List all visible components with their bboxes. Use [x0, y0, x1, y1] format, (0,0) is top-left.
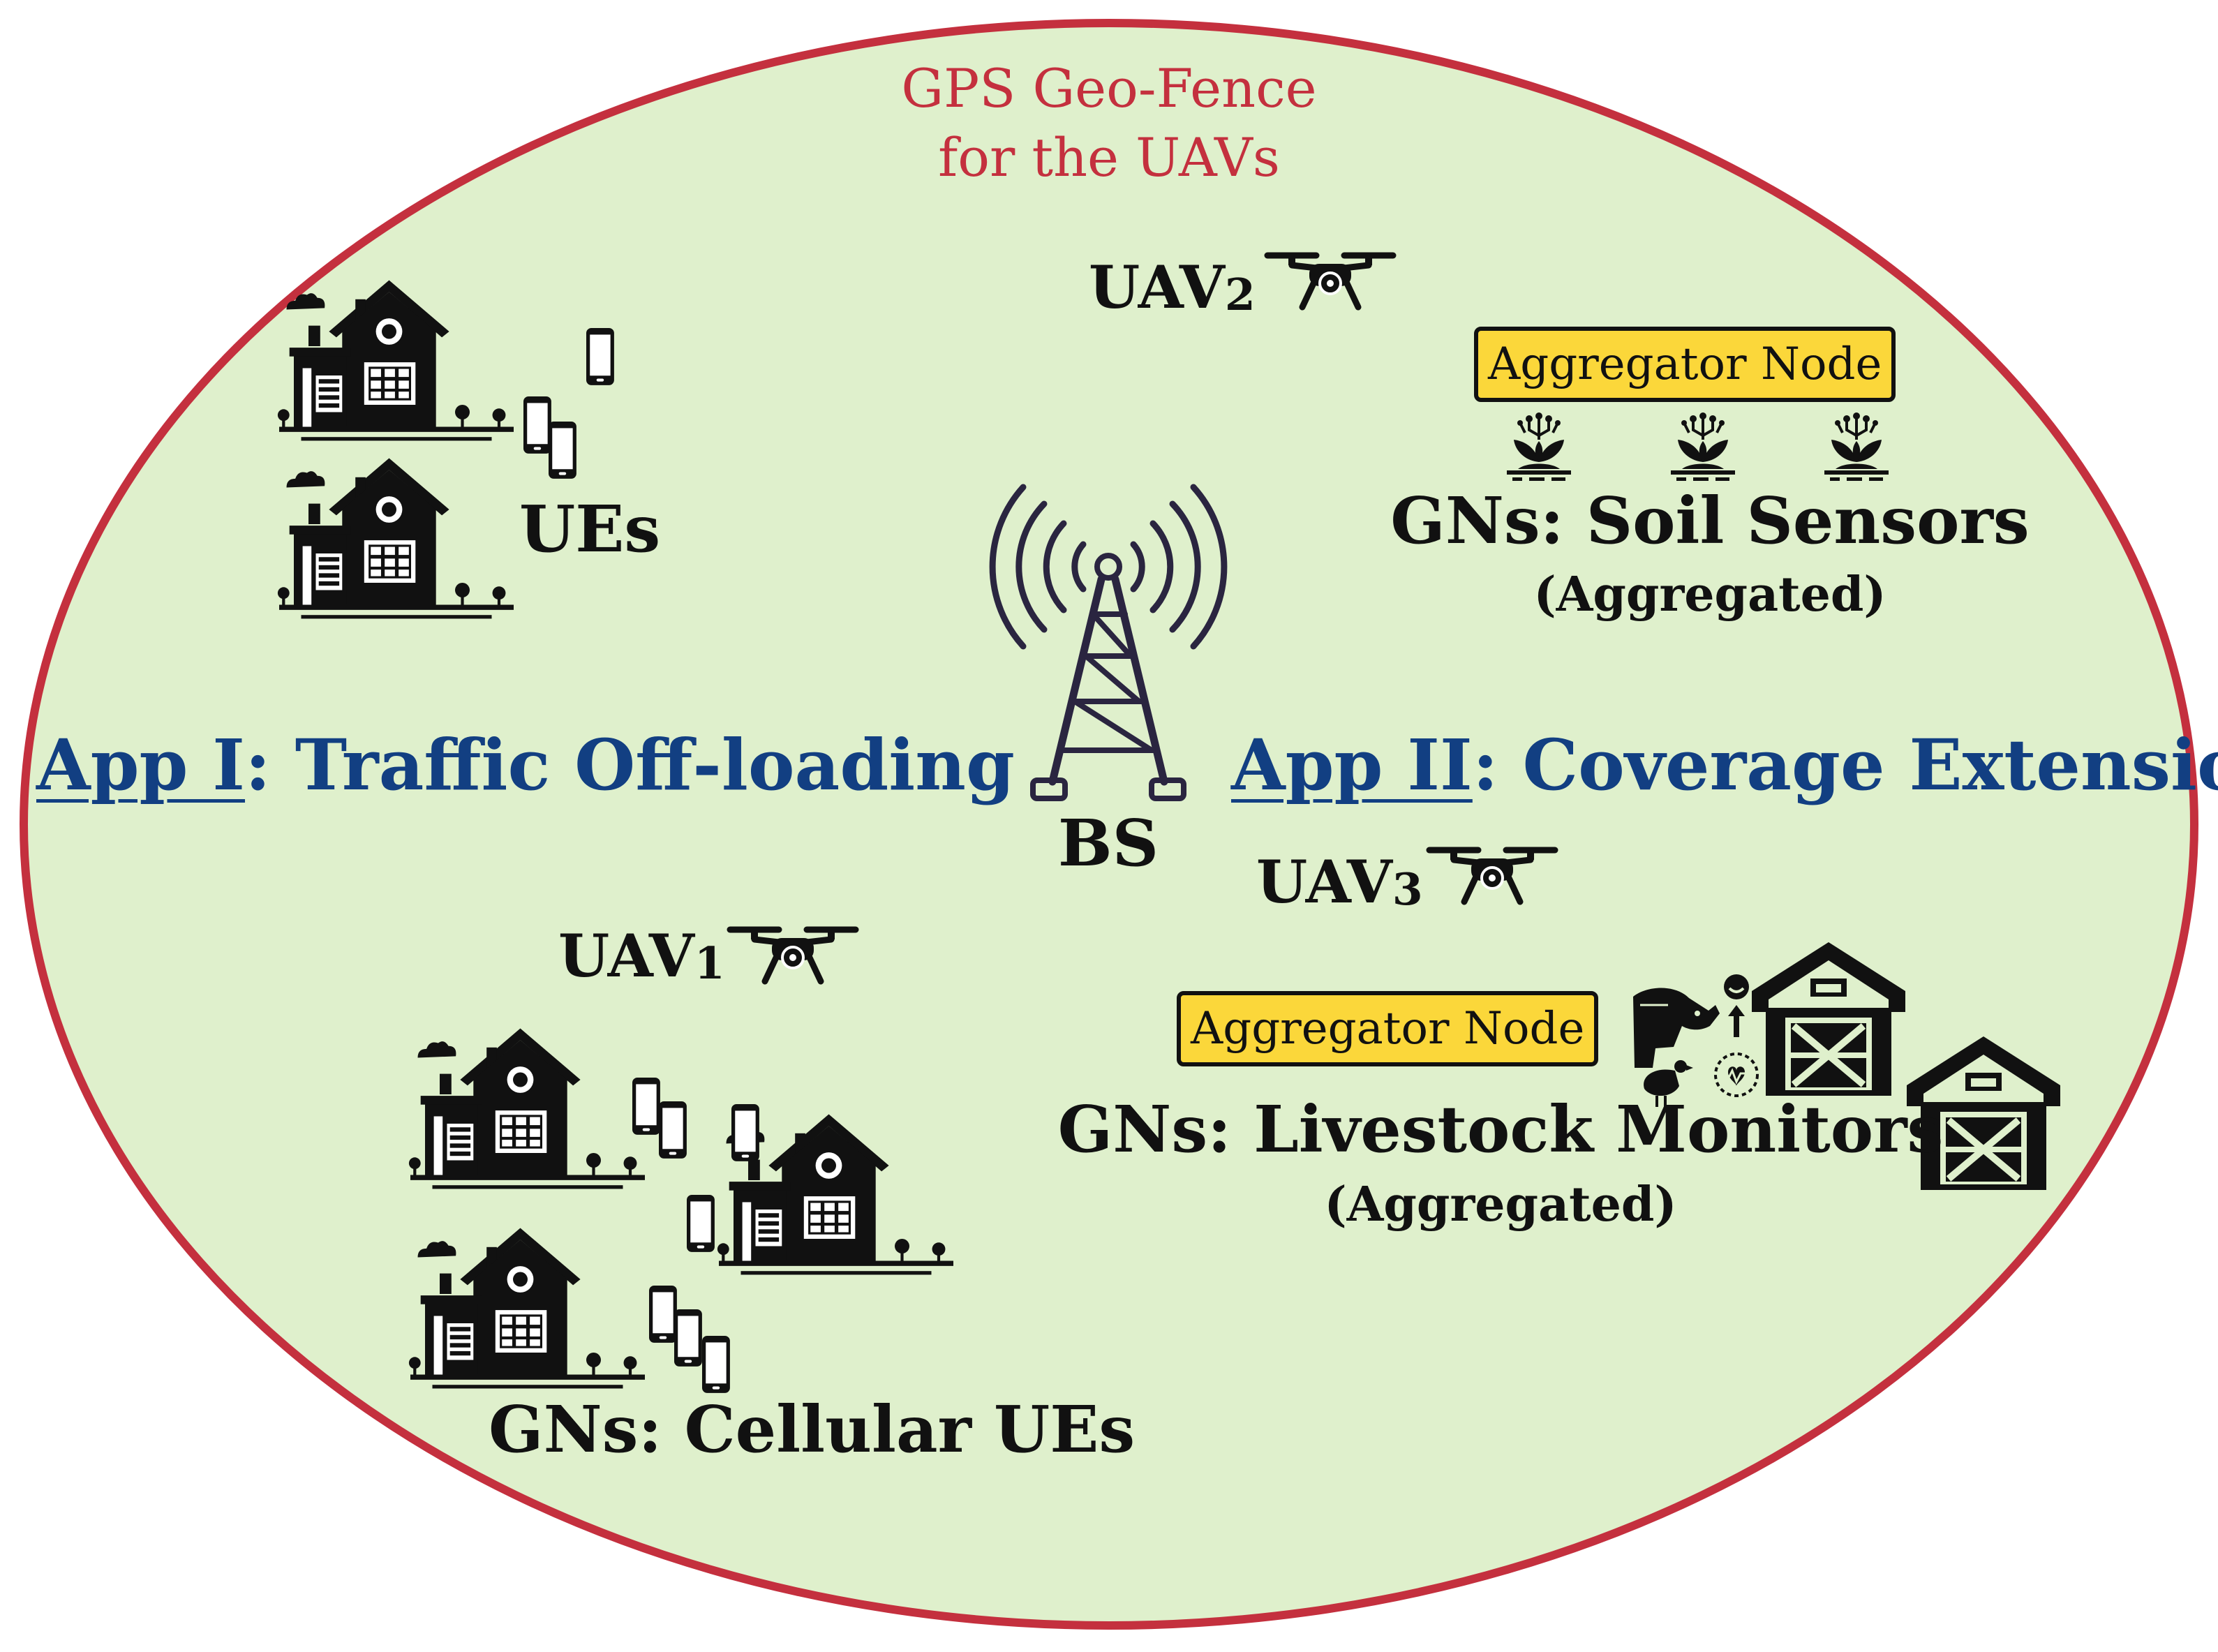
soil-sensors-label: GNs: Soil Sensors [1390, 483, 2030, 558]
uav3-label: UAV3 [1256, 847, 1423, 916]
phone-icon [687, 1195, 715, 1252]
cow-icon [1633, 988, 1720, 1068]
soil-sensors-sublabel: (Aggregated) [1533, 567, 1886, 623]
phone-icon [731, 1104, 759, 1161]
app1-prefix: App I [36, 724, 246, 806]
phone-icon [702, 1336, 730, 1393]
geo-fence-title-line1: GPS Geo-Fence [901, 57, 1317, 119]
phone-icon [632, 1078, 660, 1135]
app2-prefix: App II [1231, 724, 1473, 806]
livestock-monitors-sublabel: (Aggregated) [1324, 1177, 1677, 1233]
heart-monitor-icon [1714, 974, 1759, 1097]
phone-icon [523, 396, 551, 454]
phone-icon [659, 1101, 687, 1159]
ues-label: UEs [519, 491, 661, 567]
livestock-aggregator-node: Aggregator Node [1177, 991, 1599, 1066]
phone-icon [549, 422, 576, 479]
cellular-ues-label: GNs: Cellular UEs [489, 1392, 1136, 1467]
base-station-label: BS [1057, 805, 1159, 881]
soil-aggregator-node: Aggregator Node [1474, 327, 1896, 402]
geo-fence-title: GPS Geo-Fence for the UAVs [901, 54, 1316, 193]
livestock-monitors-label: GNs: Livestock Monitors [1057, 1092, 1944, 1167]
phone-icon [586, 328, 614, 385]
tower-icon [989, 484, 1228, 801]
phone-icon [674, 1309, 702, 1367]
uav1-label: UAV1 [558, 921, 725, 990]
app2-title: : Coverage Extension [1472, 724, 2218, 806]
app1-label: App I: Traffic Off-loading [36, 730, 1015, 800]
app1-title: : Traffic Off-loading [245, 724, 1015, 806]
app2-label: App II: Coverage Extension [1231, 730, 2218, 800]
chicken-icon [1644, 1060, 1693, 1107]
phone-icon [649, 1286, 677, 1343]
geo-fence-title-line2: for the UAVs [938, 126, 1280, 188]
uav2-label: UAV2 [1089, 253, 1256, 322]
